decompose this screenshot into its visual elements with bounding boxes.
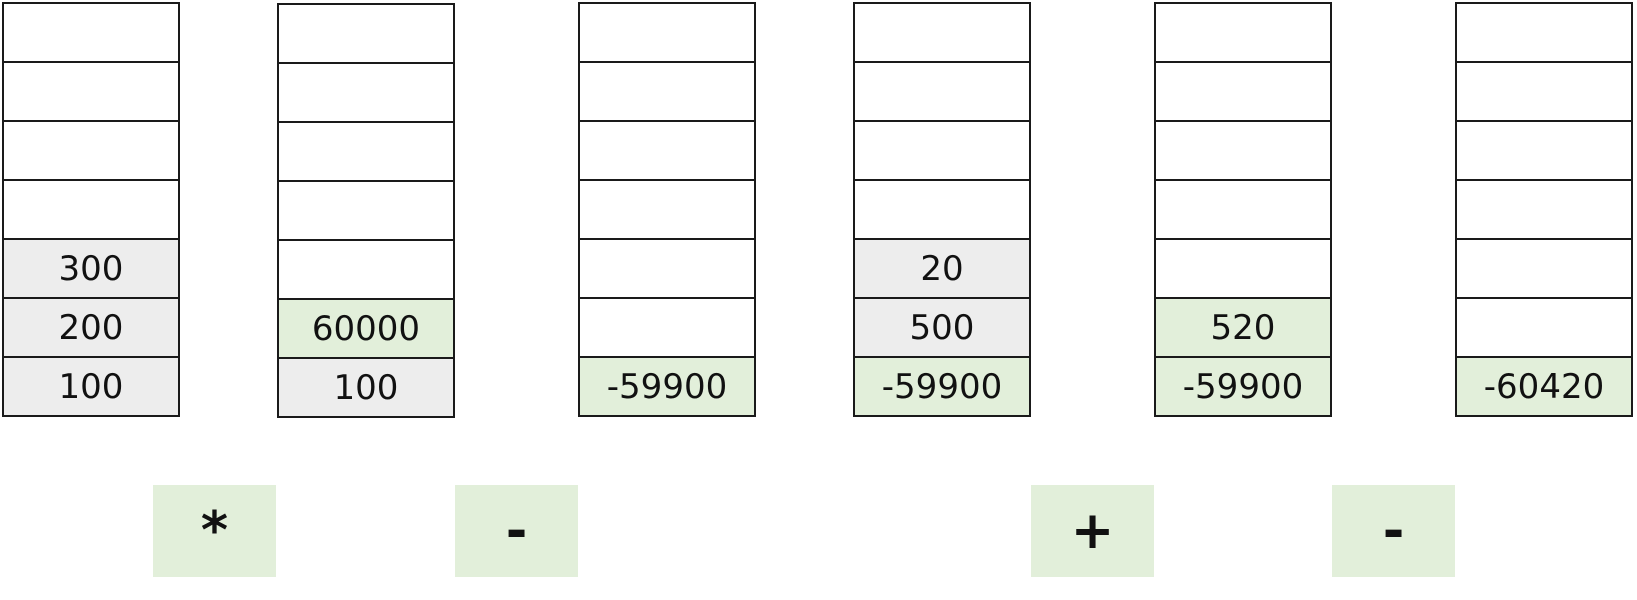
stack-cell: -60420 xyxy=(1455,356,1633,417)
stack-cell xyxy=(1154,179,1332,240)
stack-cell: 100 xyxy=(277,357,455,418)
stack-cell xyxy=(578,297,756,358)
stack-cell xyxy=(1455,2,1633,63)
stack-cell: -59900 xyxy=(578,356,756,417)
stack-cell: 520 xyxy=(1154,297,1332,358)
stack-cell xyxy=(2,61,180,122)
stack-cell xyxy=(1455,179,1633,240)
stack-cell: 500 xyxy=(853,297,1031,358)
stack-1: 300 200 100 xyxy=(2,2,180,417)
stack-cell xyxy=(2,2,180,63)
stack-cell xyxy=(1455,297,1633,358)
stack-cell xyxy=(1154,2,1332,63)
operator-multiply: * xyxy=(153,485,276,577)
stack-cell xyxy=(1154,238,1332,299)
stack-cell xyxy=(277,239,455,300)
stack-cell xyxy=(1455,120,1633,181)
stack-2: 60000 100 xyxy=(277,3,455,418)
stack-cell: 60000 xyxy=(277,298,455,359)
stack-cell xyxy=(578,238,756,299)
stack-cell xyxy=(853,61,1031,122)
stack-cell xyxy=(578,2,756,63)
stack-cell xyxy=(277,121,455,182)
stack-5: 520 -59900 xyxy=(1154,2,1332,417)
stack-cell xyxy=(277,62,455,123)
stack-cell xyxy=(578,179,756,240)
operator-add: + xyxy=(1031,485,1154,577)
stack-cell xyxy=(578,120,756,181)
operator-subtract: - xyxy=(455,485,578,577)
stack-3: -59900 xyxy=(578,2,756,417)
stack-cell xyxy=(578,61,756,122)
stack-cell xyxy=(2,179,180,240)
stack-cell: 200 xyxy=(2,297,180,358)
stack-cell xyxy=(1455,61,1633,122)
stack-cell xyxy=(277,180,455,241)
stack-cell: 20 xyxy=(853,238,1031,299)
operator-subtract: - xyxy=(1332,485,1455,577)
stack-cell xyxy=(1154,120,1332,181)
stack-cell: -59900 xyxy=(853,356,1031,417)
stack-cell xyxy=(853,120,1031,181)
stack-cell xyxy=(853,2,1031,63)
stack-cell xyxy=(277,3,455,64)
stack-cell xyxy=(1154,61,1332,122)
stack-4: 20 500 -59900 xyxy=(853,2,1031,417)
stack-cell: 300 xyxy=(2,238,180,299)
stack-6: -60420 xyxy=(1455,2,1633,417)
stack-cell xyxy=(1455,238,1633,299)
stack-cell xyxy=(2,120,180,181)
stack-cell: 100 xyxy=(2,356,180,417)
stack-cell: -59900 xyxy=(1154,356,1332,417)
stack-cell xyxy=(853,179,1031,240)
